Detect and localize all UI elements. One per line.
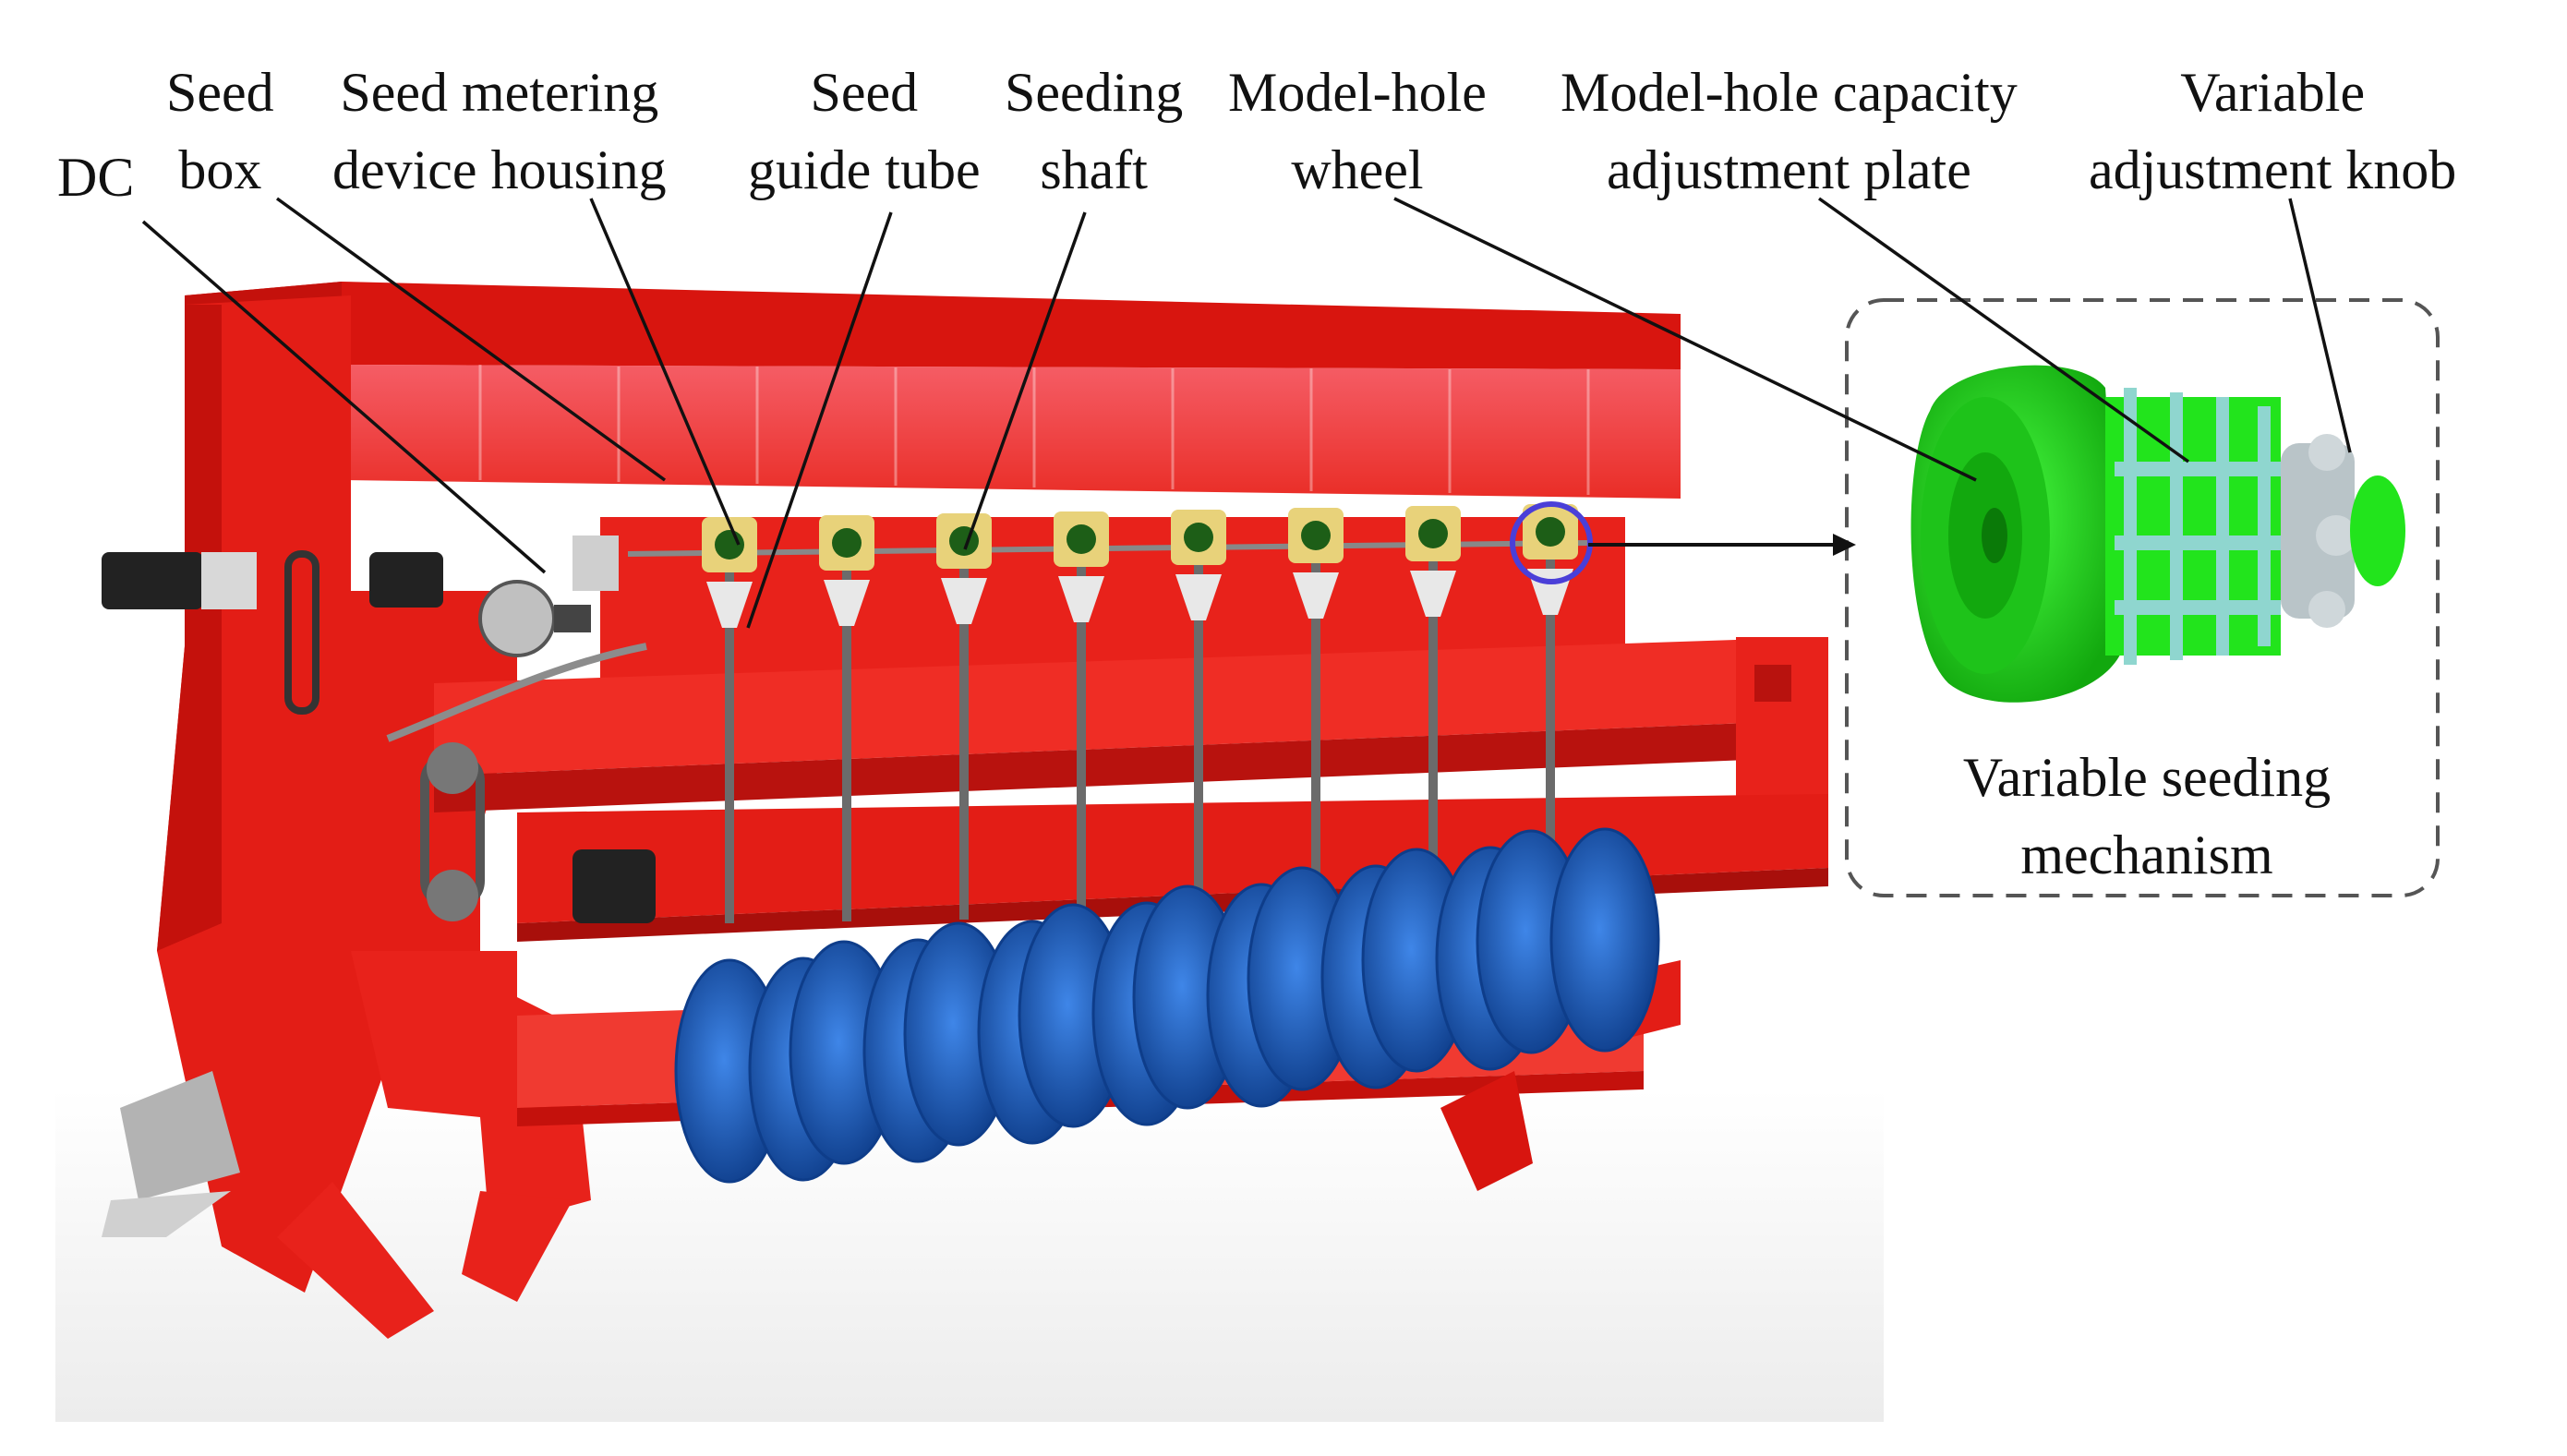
motor-left bbox=[102, 552, 203, 609]
label-model-hole-wheel: Model-hole wheel bbox=[1228, 54, 1487, 209]
label-adjustment-knob: Variable adjustment knob bbox=[2089, 54, 2456, 209]
capacity-cage bbox=[2105, 388, 2281, 665]
dc-motor bbox=[478, 580, 556, 657]
label-seeding-shaft: Seeding shaft bbox=[1005, 54, 1183, 209]
leader-plate bbox=[1817, 197, 2190, 463]
front-crossbeam bbox=[434, 637, 1819, 776]
leader-lines bbox=[141, 197, 2352, 629]
motor-lower bbox=[572, 849, 656, 923]
furrow-disc bbox=[1549, 827, 1660, 1053]
inset-border bbox=[1845, 298, 2440, 897]
label-seed-box-line1: Seed bbox=[166, 62, 274, 123]
label-guide-tube-line1: Seed bbox=[810, 62, 919, 123]
metering-unit bbox=[819, 515, 874, 921]
inset-caption: Variable seeding mechanism bbox=[1930, 739, 2364, 894]
label-dc-text: DC bbox=[57, 147, 135, 208]
label-plate-line2: adjustment plate bbox=[1606, 139, 1971, 200]
metering-unit bbox=[1171, 510, 1226, 916]
label-guide-tube-line2: guide tube bbox=[748, 139, 981, 200]
label-wheel-line1: Model-hole bbox=[1228, 62, 1487, 123]
adjustment-knob bbox=[2281, 434, 2405, 628]
leader-knob bbox=[2288, 198, 2352, 453]
label-guide-tube: Seed guide tube bbox=[748, 54, 981, 209]
side-plate bbox=[157, 295, 517, 1293]
label-capacity-plate: Model-hole capacity adjustment plate bbox=[1561, 54, 2018, 209]
metering-unit bbox=[936, 513, 992, 920]
leader-housing bbox=[589, 198, 741, 546]
inset-caption-line1: Variable seeding bbox=[1962, 747, 2332, 808]
green-wheel bbox=[1910, 365, 2124, 703]
metering-unit bbox=[1288, 508, 1344, 914]
label-seed-box-line2: box bbox=[178, 139, 262, 200]
label-plate-line1: Model-hole capacity bbox=[1561, 62, 2018, 123]
metering-unit bbox=[1054, 511, 1109, 918]
furrow-discs bbox=[674, 827, 1660, 1184]
metering-units bbox=[627, 504, 1589, 923]
leader-shaft bbox=[963, 211, 1087, 550]
label-shaft-line2: shaft bbox=[1040, 139, 1148, 200]
leader-guide-tube bbox=[746, 211, 893, 629]
dc-box bbox=[572, 535, 619, 591]
hopper-lid bbox=[185, 282, 1681, 369]
label-seed-box: Seed box bbox=[166, 54, 274, 209]
inset-caption-line2: mechanism bbox=[2020, 824, 2273, 885]
metering-unit bbox=[1405, 506, 1461, 912]
leader-dc bbox=[141, 220, 547, 574]
label-shaft-line1: Seeding bbox=[1005, 62, 1184, 123]
label-dc: DC bbox=[57, 138, 134, 216]
seed-box-body bbox=[342, 365, 1681, 499]
label-knob-line2: adjustment knob bbox=[2089, 139, 2457, 200]
label-wheel-line2: wheel bbox=[1291, 139, 1424, 200]
motor-right bbox=[369, 552, 443, 608]
leader-seed-box bbox=[275, 197, 667, 482]
drive-components bbox=[102, 535, 656, 923]
leader-wheel bbox=[1393, 197, 1977, 482]
label-knob-line1: Variable bbox=[2180, 62, 2366, 123]
inset-box bbox=[1845, 298, 2440, 897]
label-housing-line2: device housing bbox=[332, 139, 667, 200]
label-housing-line1: Seed metering bbox=[340, 62, 659, 123]
label-metering-housing: Seed metering device housing bbox=[332, 54, 667, 209]
